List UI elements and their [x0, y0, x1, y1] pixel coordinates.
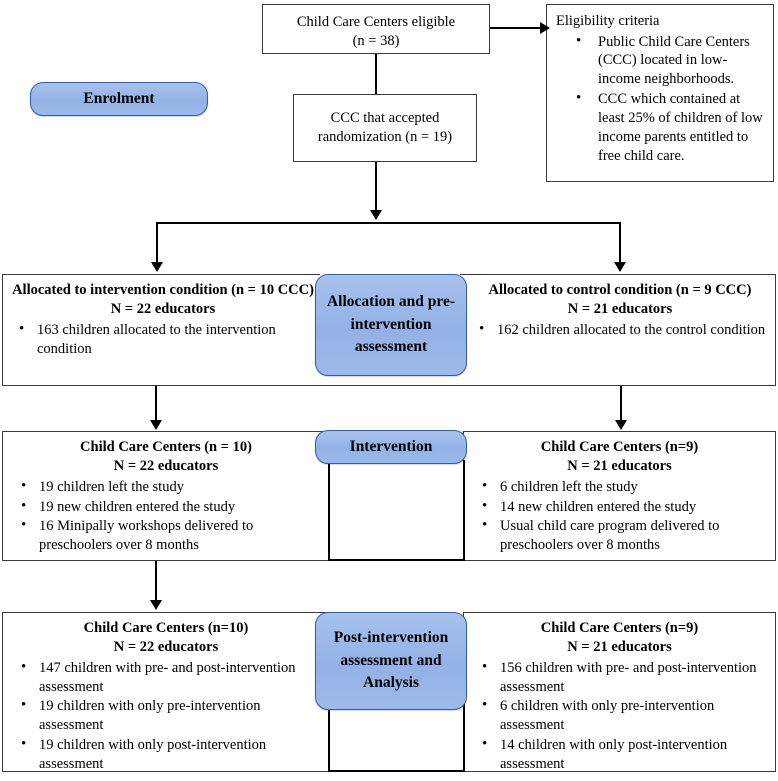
- list-item: 147 children with pre- and post-interven…: [21, 658, 323, 697]
- intervention-right-content: Child Care Centers (n=9) N = 21 educator…: [464, 432, 775, 562]
- intervention-left-header-1: Child Care Centers (n = 10): [80, 439, 252, 455]
- list-item: 19 children left the study: [21, 477, 323, 497]
- connector-intervention-right-edge: [463, 460, 465, 560]
- randomized-line-2: randomization (n = 19): [317, 128, 453, 145]
- list-item: Public Child Care Centers (CCC) located …: [576, 32, 764, 90]
- connector-intervention-row-bottom-bridge: [328, 559, 465, 561]
- connector-intervention-to-post-left: [155, 561, 157, 604]
- box-intervention-left: Child Care Centers (n = 10) N = 22 educa…: [2, 431, 330, 561]
- arrowhead-down-intervention-left: [150, 420, 162, 430]
- intervention-right-header-1: Child Care Centers (n=9): [540, 439, 699, 455]
- arrowhead-down-post-left: [150, 600, 162, 610]
- allocation-intervention-list: 163 children allocated to the interventi…: [7, 320, 319, 359]
- arrowhead-down-right-allocation: [614, 262, 626, 272]
- allocation-control-header-2: N = 21 educators: [567, 300, 673, 317]
- box-eligible-centers: Child Care Centers eligible (n = 38): [262, 4, 490, 54]
- list-item: 6 children with only pre-intervention as…: [482, 696, 769, 735]
- connector-intervention-left-edge: [328, 460, 330, 560]
- post-left-list: 147 children with pre- and post-interven…: [9, 658, 323, 774]
- list-item: 14 children with only post-intervention …: [482, 735, 769, 774]
- connector-post-left-edge: [328, 700, 330, 772]
- post-right-list: 156 children with pre- and post-interven…: [470, 658, 769, 774]
- connector-randomized-down: [375, 162, 377, 214]
- box-eligibility-criteria: Eligibility criteria Public Child Care C…: [546, 4, 774, 182]
- intervention-right-header-2: N = 21 educators: [567, 457, 672, 474]
- post-left-content: Child Care Centers (n=10) N = 22 educato…: [3, 613, 329, 781]
- post-right-header-2: N = 21 educators: [567, 638, 672, 655]
- list-item: 19 new children entered the study: [21, 497, 323, 517]
- intervention-left-list: 19 children left the study 19 new childr…: [9, 477, 323, 555]
- criteria-title: Eligibility criteria: [556, 13, 660, 29]
- list-item: 162 children allocated to the control co…: [479, 320, 773, 340]
- allocation-intervention-header-2: N = 22 educators: [110, 300, 216, 317]
- post-left-header-2: N = 22 educators: [113, 638, 219, 655]
- list-item: 19 children with only post-intervention …: [21, 735, 323, 774]
- post-right-header-1: Child Care Centers (n=9): [540, 620, 699, 636]
- allocation-intervention-content: Allocated to intervention condition (n =…: [7, 281, 319, 359]
- list-item: 163 children allocated to the interventi…: [19, 320, 319, 359]
- intervention-left-header-2: N = 22 educators: [113, 457, 219, 474]
- list-item: CCC which contained at least 25% of chil…: [576, 89, 764, 165]
- connector-post-right-edge: [463, 700, 465, 772]
- list-item: 19 children with only pre-intervention a…: [21, 696, 323, 735]
- allocation-control-content: Allocated to control condition (n = 9 CC…: [467, 281, 773, 341]
- arrowhead-down-left-allocation: [151, 262, 163, 272]
- connector-split-right-down: [619, 222, 621, 268]
- list-item: 14 new children entered the study: [482, 497, 769, 517]
- randomized-line-1: CCC that accepted: [330, 110, 440, 126]
- post-right-content: Child Care Centers (n=9) N = 21 educator…: [464, 613, 775, 781]
- arrowhead-right-criteria: [540, 22, 550, 34]
- connector-allocation-to-intervention-left: [155, 386, 157, 424]
- box-intervention-right: Child Care Centers (n=9) N = 21 educator…: [463, 431, 776, 561]
- stage-badge-allocation: Allocation and pre-intervention assessme…: [315, 274, 467, 376]
- arrowhead-down-split: [370, 210, 382, 220]
- stage-badge-intervention: Intervention: [315, 430, 467, 464]
- list-item: 6 children left the study: [482, 477, 769, 497]
- box-post-left: Child Care Centers (n=10) N = 22 educato…: [2, 612, 330, 772]
- arrowhead-down-intervention-right: [615, 420, 627, 430]
- list-item: 16 Minipally workshops delivered to pres…: [21, 516, 323, 555]
- allocation-intervention-header-1: Allocated to intervention condition (n =…: [12, 282, 314, 298]
- connector-split-left-down: [156, 222, 158, 268]
- eligible-line-1: Child Care Centers eligible: [296, 14, 456, 30]
- allocation-control-header-1: Allocated to control condition (n = 9 CC…: [488, 282, 752, 298]
- connector-post-row-bottom-bridge: [328, 770, 465, 772]
- box-post-right: Child Care Centers (n=9) N = 21 educator…: [463, 612, 776, 772]
- intervention-left-content: Child Care Centers (n = 10) N = 22 educa…: [3, 432, 329, 562]
- criteria-list: Public Child Care Centers (CCC) located …: [556, 32, 764, 166]
- connector-split-horizontal: [156, 222, 621, 224]
- criteria-content: Eligibility criteria Public Child Care C…: [547, 5, 773, 173]
- randomized-text: CCC that accepted randomization (n = 19): [294, 95, 476, 152]
- connector-allocation-to-intervention-right: [620, 386, 622, 424]
- connector-eligible-to-criteria: [490, 27, 542, 29]
- eligible-line-2: (n = 38): [352, 32, 400, 49]
- box-accepted-randomization: CCC that accepted randomization (n = 19): [293, 94, 477, 162]
- connector-eligible-to-randomized: [375, 54, 377, 94]
- list-item: 156 children with pre- and post-interven…: [482, 658, 769, 697]
- allocation-control-list: 162 children allocated to the control co…: [467, 320, 773, 340]
- list-item: Usual child care program delivered to pr…: [482, 516, 769, 555]
- stage-badge-post-intervention: Post-intervention assessment and Analysi…: [315, 612, 467, 710]
- intervention-right-list: 6 children left the study 14 new childre…: [470, 477, 769, 555]
- stage-badge-enrolment: Enrolment: [30, 82, 208, 116]
- post-left-header-1: Child Care Centers (n=10): [83, 620, 249, 636]
- box-eligible-centers-text: Child Care Centers eligible (n = 38): [263, 5, 489, 56]
